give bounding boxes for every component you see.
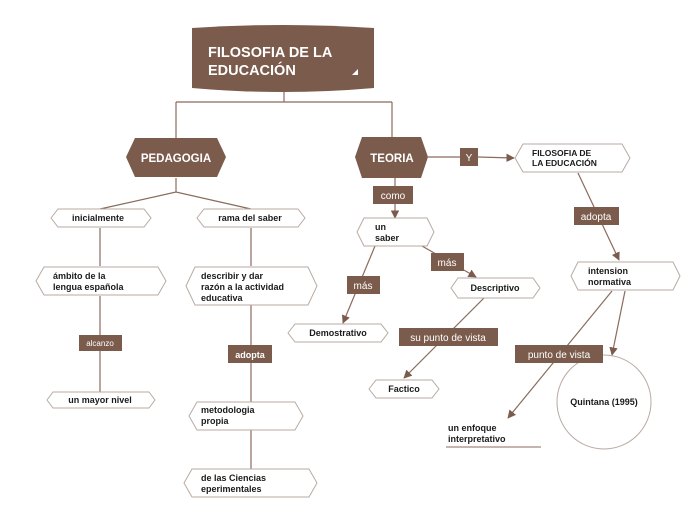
connector-teoria-y [428, 157, 514, 158]
link-label-mas-right-text: más [438, 258, 457, 269]
descriptivo-label: Descriptivo [470, 283, 520, 293]
rama-label: rama del saber [218, 213, 282, 223]
mayor-nivel-label: un mayor nivel [68, 395, 132, 405]
demostrativo-label: Demostrativo [309, 328, 367, 338]
describir-line-3: educativa [201, 293, 244, 303]
ambito-line-1: ámbito de la [53, 271, 107, 281]
descriptivo-node[interactable]: Descriptivo [450, 277, 541, 299]
describir-line-1: describir y dar [201, 271, 264, 281]
ciencias-line-1: de las Ciencias [201, 473, 266, 483]
quintana-node[interactable]: Quintana (1995) [556, 354, 652, 450]
link-label-alcanzo[interactable]: alcanzo [79, 335, 122, 351]
link-label-mas-left-text: más [354, 281, 373, 292]
ciencias-node[interactable]: de las Ciencias eperimentales [183, 468, 318, 498]
saber-node[interactable]: un saber [356, 217, 435, 247]
pedagogia-label: PEDAGOGIA [141, 153, 211, 165]
mayor-nivel-node[interactable]: un mayor nivel [46, 391, 156, 409]
link-label-punto-vista-1[interactable]: su punto de vista [399, 328, 498, 346]
describir-node[interactable]: describir y dar razón a la actividad edu… [185, 266, 318, 306]
connector-intension-quintana [609, 290, 626, 356]
title-line-1: FILOSOFIA DE LA [208, 45, 333, 61]
inicialmente-node[interactable]: inicialmente [50, 208, 152, 228]
teoria-label: TEORIA [370, 153, 413, 165]
factico-node[interactable]: Factico [368, 379, 440, 399]
link-label-y[interactable]: Y [460, 148, 478, 166]
title-node[interactable]: FILOSOFIA DE LA EDUCACIÓN [192, 25, 374, 92]
enfoque-line-2: interpretativo [448, 434, 506, 444]
demostrativo-node[interactable]: Demostrativo [287, 323, 389, 343]
metodologia-line-1: metodologia [201, 405, 255, 415]
link-labels: Y como adopta más más alcanzo adopta su [79, 148, 619, 363]
link-label-adopta-left-text: adopta [235, 350, 265, 360]
filosofia-node[interactable]: FILOSOFIA DE LA EDUCACIÓN [514, 143, 631, 173]
link-label-punto-vista-2-text: punto de vista [528, 350, 591, 361]
connector-pedagogia-split [99, 178, 252, 210]
saber-line-1: un [375, 222, 386, 232]
link-label-punto-vista-2[interactable]: punto de vista [515, 345, 603, 363]
link-label-punto-vista-1-text: su punto de vista [410, 333, 486, 344]
link-label-como-text: como [381, 191, 406, 202]
metodologia-node[interactable]: metodologia propia [188, 401, 304, 431]
metodologia-line-2: propia [201, 416, 229, 426]
intension-node[interactable]: intension normativa [570, 261, 681, 291]
factico-label: Factico [388, 384, 420, 394]
quintana-label: Quintana (1995) [570, 397, 638, 407]
link-label-adopta-right[interactable]: adopta [574, 207, 619, 225]
link-label-y-text: Y [466, 153, 473, 164]
resize-corner-icon [352, 69, 358, 75]
rama-node[interactable]: rama del saber [196, 208, 306, 228]
intension-line-2: normativa [588, 277, 632, 287]
link-label-como[interactable]: como [373, 186, 413, 204]
ambito-node[interactable]: ámbito de la lengua española [35, 266, 167, 296]
filosofia-line-1: FILOSOFIA DE [532, 148, 592, 158]
title-line-2: EDUCACIÓN [208, 61, 296, 79]
pedagogia-node[interactable]: PEDAGOGIA [126, 138, 226, 177]
intension-line-1: intension [588, 266, 628, 276]
enfoque-line-1: un enfoque [448, 423, 497, 433]
link-label-adopta-left[interactable]: adopta [228, 345, 272, 363]
saber-line-2: saber [375, 233, 400, 243]
teoria-node[interactable]: TEORIA [355, 137, 428, 178]
link-label-mas-left[interactable]: más [347, 276, 380, 294]
describir-line-2: razón a la actividad [201, 282, 284, 292]
link-label-mas-right[interactable]: más [431, 253, 464, 271]
enfoque-node[interactable]: un enfoque interpretativo [446, 423, 541, 448]
ambito-line-2: lengua española [53, 282, 125, 292]
ciencias-line-2: eperimentales [201, 484, 262, 494]
filosofia-line-2: LA EDUCACIÓN [532, 157, 597, 168]
inicialmente-label: inicialmente [72, 213, 124, 223]
link-label-adopta-right-text: adopta [581, 212, 612, 223]
connector-title-branches [175, 92, 393, 138]
link-label-alcanzo-text: alcanzo [86, 339, 114, 348]
